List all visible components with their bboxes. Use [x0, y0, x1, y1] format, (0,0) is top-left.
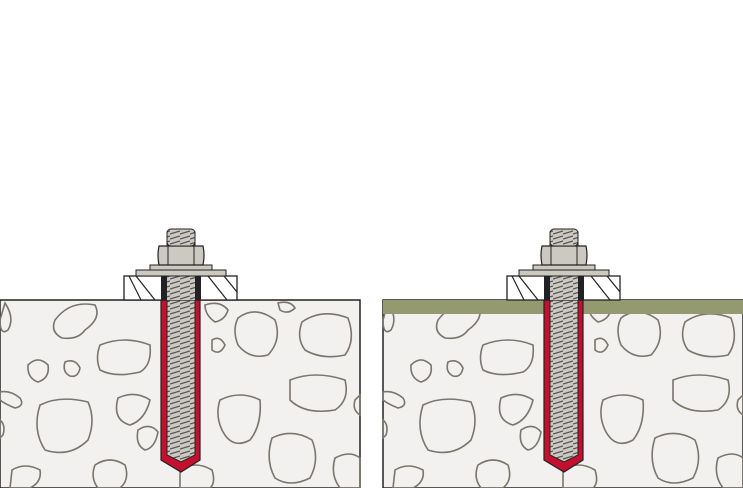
threaded-rod-in-plate — [550, 276, 578, 300]
hatch-line — [511, 275, 525, 301]
hex-nut — [540, 245, 588, 266]
panel-anchor-with-coating-layer — [382, 228, 743, 488]
hatch-line — [207, 275, 228, 301]
threaded-rod-in-plate — [167, 276, 195, 300]
washer — [518, 269, 610, 277]
hatch-line — [590, 275, 611, 301]
rod-tip — [166, 228, 196, 247]
rod-tip — [549, 228, 579, 247]
hatch-line — [135, 275, 156, 301]
washer — [135, 269, 227, 277]
bore-gap-left — [544, 276, 550, 300]
bore-gap-right — [578, 276, 584, 300]
bore-gap-right — [195, 276, 201, 300]
washer-top — [532, 264, 596, 271]
washer-top — [149, 264, 213, 271]
hatch-line — [223, 275, 238, 293]
hatch-line — [128, 275, 142, 301]
bore-gap-left — [161, 276, 167, 300]
hatch-line — [606, 275, 621, 293]
hex-nut — [157, 245, 205, 266]
panel-anchor-in-concrete — [0, 228, 361, 488]
hatch-line — [518, 275, 539, 301]
